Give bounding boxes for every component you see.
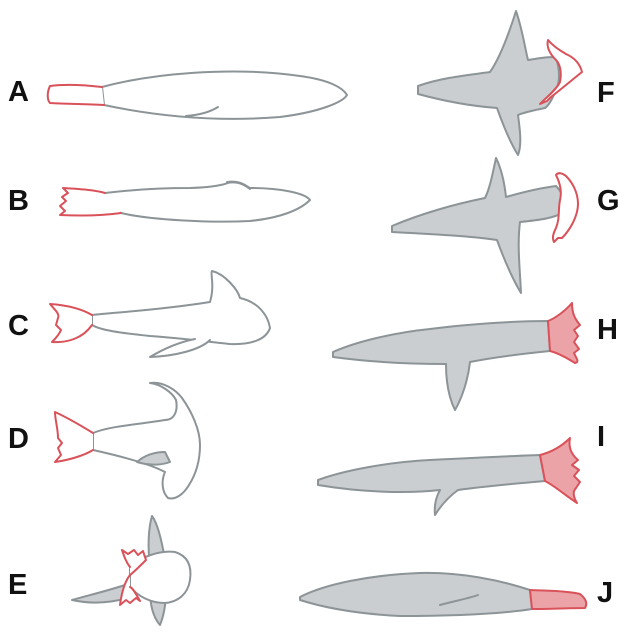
panel-c-tail-fluke <box>50 304 92 342</box>
panel-c-flipper <box>150 339 210 357</box>
panel-h-silhouette <box>333 303 580 410</box>
panel-d-tail-fluke <box>55 412 93 462</box>
panel-label-g: G <box>597 185 620 217</box>
panel-h-body <box>333 321 550 410</box>
panel-h-tail-fluke <box>548 303 580 363</box>
panel-label-i: I <box>597 421 605 453</box>
panel-i-tail-fluke <box>540 438 580 503</box>
panel-f-silhouette <box>418 11 582 155</box>
panel-label-j: J <box>597 577 613 609</box>
panel-label-c: C <box>8 310 29 342</box>
panel-g-silhouette <box>392 158 578 293</box>
panel-c-body <box>92 271 270 344</box>
panel-c-silhouette <box>50 271 270 357</box>
panel-label-f: F <box>597 77 615 109</box>
panel-label-e: E <box>8 569 27 601</box>
panel-g-body <box>392 158 565 293</box>
panel-a-silhouette <box>48 72 347 119</box>
panel-label-d: D <box>8 423 29 455</box>
panel-j-tail-fluke <box>530 590 586 609</box>
panel-f-body <box>418 11 559 155</box>
panel-e-rear-flipper <box>72 585 128 602</box>
panel-label-h: H <box>597 314 618 346</box>
panel-b-body <box>105 182 310 222</box>
panel-i-silhouette <box>318 438 580 515</box>
panel-d-body <box>93 383 200 499</box>
panel-i-body <box>318 455 545 515</box>
panel-label-a: A <box>8 76 29 108</box>
panel-a-body <box>102 72 347 119</box>
panel-e-silhouette <box>72 516 190 625</box>
panel-j-body <box>300 573 532 616</box>
panel-label-b: B <box>8 185 29 217</box>
panel-d-silhouette <box>55 383 200 499</box>
panel-b-silhouette <box>60 182 310 222</box>
panel-a-tail-fluke <box>48 85 104 105</box>
panel-j-silhouette <box>300 573 586 616</box>
